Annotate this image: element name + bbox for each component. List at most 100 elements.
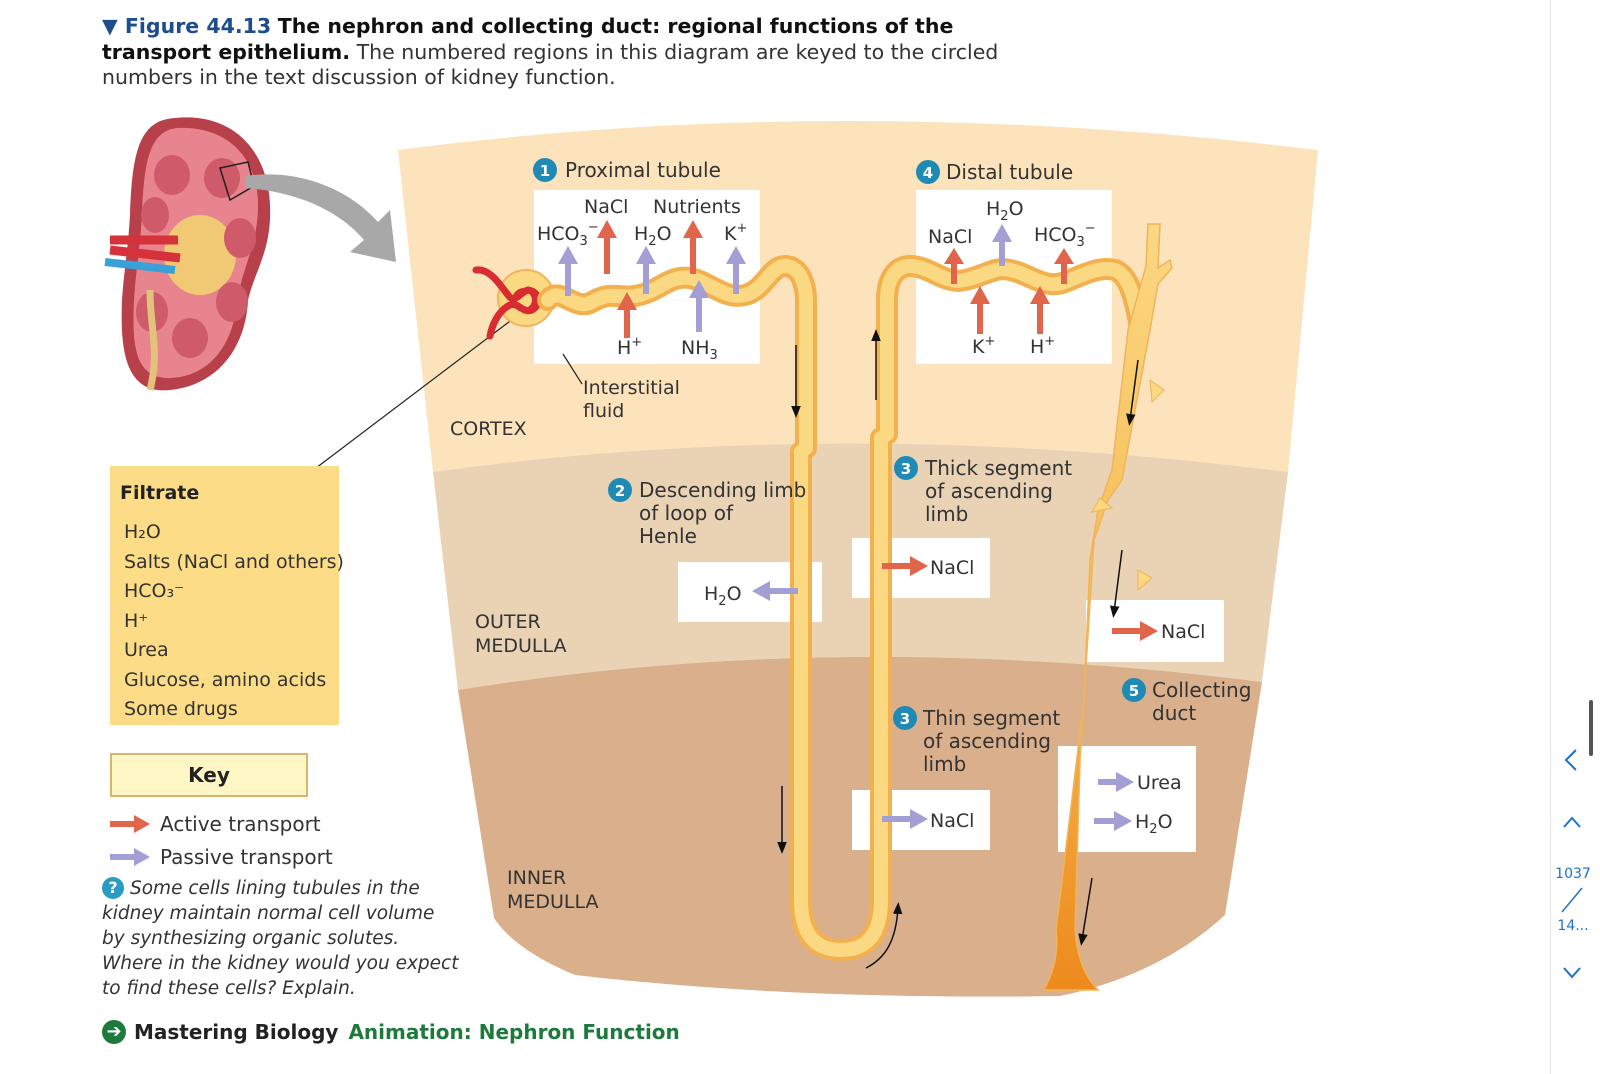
- passive-arrow: [992, 224, 1012, 266]
- animation-link[interactable]: Animation: Nephron Function: [348, 1020, 680, 1044]
- nephron-diagram: CORTEX OUTER MEDULLA INNER MEDULLA: [104, 117, 1318, 997]
- thick-nacl-label: NaCl: [930, 557, 974, 579]
- svg-text:of ascending: of ascending: [923, 729, 1051, 753]
- h-ion-label: H+: [617, 335, 642, 359]
- passive-arrow-h2o-duct: [1094, 811, 1132, 831]
- section-5-label: 5 Collecting duct: [1122, 678, 1251, 725]
- filtrate-list: H₂O Salts (NaCl and others) HCO₃⁻ H⁺ Ure…: [124, 518, 344, 725]
- list-item: Glucose, amino acids: [124, 668, 327, 691]
- filtrate-box: Filtrate H₂O Salts (NaCl and others) HCO…: [110, 466, 344, 725]
- svg-text:Henle: Henle: [639, 524, 697, 548]
- svg-text:3: 3: [900, 710, 910, 728]
- page-separator: [1561, 887, 1583, 913]
- filtrate-title: Filtrate: [120, 482, 200, 504]
- svg-text:3: 3: [901, 460, 911, 478]
- collecting-duct: [1042, 223, 1173, 991]
- k-label: K+: [972, 334, 995, 358]
- svg-text:Thick segment: Thick segment: [924, 456, 1072, 480]
- passive-arrow: [558, 246, 578, 296]
- svg-text:of ascending: of ascending: [925, 479, 1053, 503]
- section-1-label: 1 Proximal tubule: [533, 158, 721, 182]
- passive-arrow: [636, 246, 656, 294]
- k-label: K+: [724, 221, 747, 245]
- mastering-biology-link[interactable]: ➔ Mastering Biology Animation: Nephron F…: [102, 1020, 680, 1044]
- svg-text:limb: limb: [925, 502, 968, 526]
- svg-text:Thin segment: Thin segment: [922, 706, 1060, 730]
- list-item: Some drugs: [124, 698, 238, 720]
- svg-text:2: 2: [615, 482, 625, 500]
- svg-text:Descending limb: Descending limb: [639, 478, 806, 502]
- nutrients-label: Nutrients: [653, 196, 741, 218]
- distal-box-labels: H2O NaCl HCO3− K+ H+: [928, 198, 1096, 358]
- interstitial-fluid-label: Interstitial: [583, 377, 680, 399]
- scroll-up-button[interactable]: [1552, 812, 1592, 832]
- h-ion-label: H+: [1030, 334, 1055, 358]
- proximal-box-labels: NaCl Nutrients HCO3− H2O K+ H+ NH3: [537, 196, 747, 363]
- key-title: Key: [110, 753, 308, 797]
- question-icon: ?: [102, 877, 124, 899]
- active-arrow: [1054, 248, 1074, 284]
- distal-transport-arrows: [944, 224, 1074, 334]
- duct-h2o-label: H2O: [1135, 811, 1173, 837]
- svg-text:Distal tubule: Distal tubule: [946, 160, 1073, 184]
- figure-question: ?Some cells lining tubules in the kidney…: [102, 876, 462, 1001]
- chevron-down-icon: [1563, 967, 1581, 979]
- figure-caption: ▼ Figure 44.13 The nephron and collectin…: [102, 14, 1002, 91]
- active-arrow-nacl-thick: [882, 556, 928, 576]
- key-active-row: Active transport: [110, 812, 321, 836]
- svg-text:1: 1: [540, 162, 550, 180]
- h2o-label: H2O: [634, 223, 672, 249]
- question-text: Some cells lining tubules in the kidney …: [102, 878, 459, 999]
- outer-medulla-label-1: OUTER: [475, 611, 541, 633]
- section-2-label: 2 Descending limb of loop of Henle: [608, 478, 806, 548]
- list-item: H₂O: [124, 521, 161, 543]
- nav-divider: [1550, 0, 1551, 1074]
- active-arrow: [944, 248, 964, 284]
- passive-arrow-icon: [110, 848, 150, 866]
- arrow-circle-icon: ➔: [102, 1020, 126, 1044]
- inner-medulla-label-2: MEDULLA: [507, 891, 599, 913]
- list-item: H⁺: [124, 609, 149, 632]
- svg-text:4: 4: [923, 164, 933, 182]
- active-arrow: [683, 220, 703, 274]
- previous-page-button[interactable]: [1552, 746, 1592, 774]
- h2o-label: H2O: [986, 198, 1024, 224]
- nacl-label: NaCl: [584, 196, 628, 218]
- key-active-label: Active transport: [160, 812, 321, 836]
- duct-urea-label: Urea: [1137, 772, 1182, 794]
- svg-text:5: 5: [1129, 682, 1139, 700]
- list-item: Salts (NaCl and others): [124, 550, 344, 573]
- interstitial-fluid-label-2: fluid: [583, 400, 624, 422]
- outer-medulla-label-2: MEDULLA: [475, 635, 567, 657]
- list-item: HCO₃⁻: [124, 580, 185, 602]
- kidney-illustration: [104, 117, 271, 391]
- hco3-label: HCO3−: [537, 220, 599, 249]
- figure-title: The nephron and collecting duct: regiona…: [102, 14, 954, 64]
- chevron-left-icon: [1564, 749, 1577, 771]
- flow-arrows: [777, 329, 1139, 969]
- cortex-label: CORTEX: [450, 418, 527, 440]
- nh3-label: NH3: [681, 337, 718, 363]
- active-arrow: [617, 292, 637, 338]
- active-arrow-nacl-duct: [1112, 621, 1158, 641]
- zoom-arrow: [245, 174, 396, 262]
- key-passive-label: Passive transport: [160, 845, 333, 869]
- current-page: 1037: [1555, 866, 1591, 882]
- figure-caption-text: The numbered regions in this diagram are…: [102, 39, 999, 90]
- page-navigation: 1037 14...: [1548, 0, 1600, 1074]
- active-arrow: [597, 220, 617, 274]
- figure-label: ▼ Figure 44.13: [102, 14, 272, 38]
- active-arrow: [1030, 286, 1050, 334]
- collecting-duct-box: [1058, 746, 1196, 852]
- active-arrow: [970, 286, 990, 334]
- scroll-down-button[interactable]: [1552, 962, 1592, 982]
- passive-arrow-nacl-thin: [882, 809, 928, 829]
- nacl-label: NaCl: [928, 226, 972, 248]
- scrollbar-thumb[interactable]: [1589, 700, 1593, 756]
- svg-text:of loop of: of loop of: [639, 501, 734, 525]
- section-3-thick-label: 3 Thick segment of ascending limb: [894, 456, 1072, 526]
- section-3-thin-label: 3 Thin segment of ascending limb: [893, 706, 1060, 776]
- svg-text:duct: duct: [1152, 701, 1196, 725]
- thin-nacl-label: NaCl: [930, 810, 974, 832]
- mastering-brand: Mastering Biology: [134, 1020, 339, 1044]
